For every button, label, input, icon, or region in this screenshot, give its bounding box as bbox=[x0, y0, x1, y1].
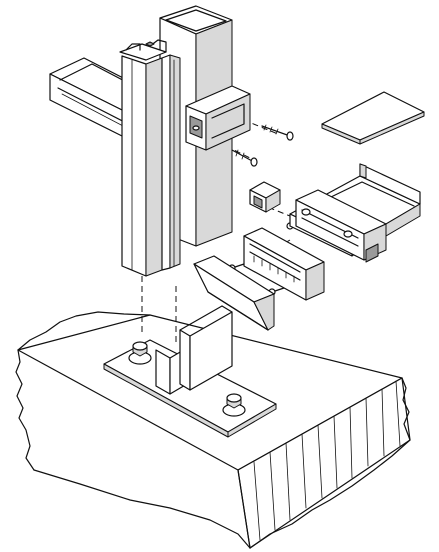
anchor-bolt-right bbox=[222, 393, 246, 417]
glazing-adaptor bbox=[295, 189, 387, 263]
anchor-bolt-left bbox=[128, 341, 152, 365]
screw-upper bbox=[261, 124, 294, 141]
end-cap bbox=[321, 91, 425, 145]
shear-block bbox=[185, 85, 251, 151]
setting-block bbox=[249, 181, 281, 213]
slab-front-hatch bbox=[253, 380, 401, 541]
screw-lower bbox=[231, 149, 258, 167]
pressure-plate bbox=[243, 227, 325, 301]
face-cap bbox=[193, 255, 275, 331]
anchor-bolts bbox=[128, 341, 246, 417]
pressure-plate-teeth bbox=[253, 255, 295, 283]
